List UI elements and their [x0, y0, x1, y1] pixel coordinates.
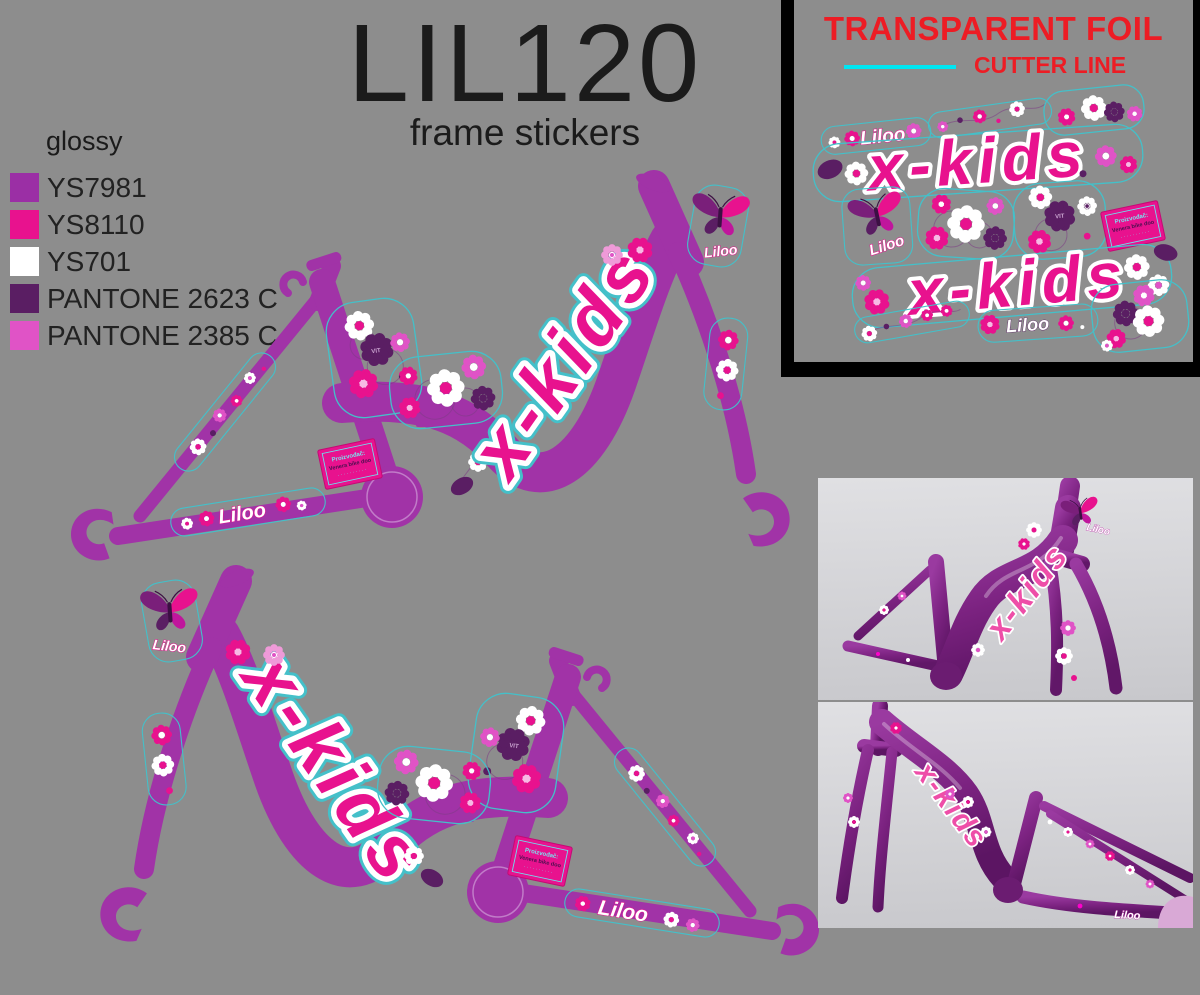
flower-decal [141, 712, 187, 806]
svg-text:Liloo: Liloo [1005, 313, 1049, 336]
legend-row: YS701 [10, 243, 278, 280]
legend-heading: glossy [46, 126, 123, 156]
maker-label: Proizvođač: Venera bike doo · · · · · · … [507, 835, 573, 887]
color-swatch [10, 284, 39, 313]
svg-text:· · · · · · · · · ·: · · · · · · · · · · [337, 467, 367, 479]
sticker-liloo-strip: Liloo [820, 117, 932, 155]
svg-text:x-kids: x-kids [862, 117, 1090, 204]
frame-top: Liloo x-kids x-kids [67, 170, 792, 563]
flower-cluster-decal [376, 745, 492, 825]
color-code: YS701 [47, 245, 132, 277]
legend-row: YS7981 [10, 169, 278, 206]
page-subtitle: frame stickers [409, 111, 641, 153]
svg-text:· · · · · · · · · ·: · · · · · · · · · · [523, 864, 553, 876]
legend-row: YS8110 [10, 206, 278, 243]
sticker-cluster [1090, 279, 1190, 353]
svg-text:Liloo: Liloo [867, 232, 906, 259]
transparent-foil-panel: TRANSPARENT FOIL CUTTER LINE [781, 0, 1200, 377]
color-code: PANTONE 2385 C [47, 319, 278, 351]
butterfly-decal: Liloo [687, 184, 751, 268]
color-swatch [10, 247, 39, 276]
svg-text:VIT: VIT [371, 348, 381, 355]
color-swatch [10, 321, 39, 350]
flower-cluster-decal [388, 350, 504, 430]
svg-text:· · · · · · · · · ·: · · · · · · · · · · [1120, 229, 1150, 241]
title-block: LIL120 frame stickers [330, 6, 720, 154]
cutter-legend: CUTTER LINE [794, 50, 1193, 80]
color-code: YS7981 [47, 171, 147, 203]
sticker-garland [854, 300, 970, 344]
color-legend: glossy YS7981 YS8110 YS701 PANTONE 2623 … [10, 126, 278, 354]
svg-text:Liloo: Liloo [597, 896, 650, 927]
photo-render-bottom: x-kids Liloo [818, 702, 1193, 928]
legend-row: PANTONE 2623 C [10, 280, 278, 317]
frame-bottom: Liloo x-kids x-kids VI [98, 565, 823, 958]
butterfly-decal: Liloo [139, 579, 203, 663]
sticker-sheet: Liloo x-kids Liloo [812, 84, 1190, 353]
cutter-line-sample [844, 65, 956, 69]
svg-text:Liloo: Liloo [1085, 522, 1111, 538]
render-bottom-art: x-kids Liloo [836, 702, 1193, 928]
sticker-cluster [1043, 84, 1146, 136]
flower-decal [703, 317, 749, 411]
flower-strip-decal [173, 352, 277, 472]
svg-text:VIT: VIT [509, 743, 519, 750]
sticker-liloo-pill: Liloo [976, 303, 1099, 343]
foil-title: TRANSPARENT FOIL [823, 10, 1164, 47]
svg-text:VIT: VIT [1055, 214, 1065, 221]
page-title: LIL120 [347, 2, 703, 125]
svg-text:Liloo: Liloo [1114, 909, 1141, 922]
color-code: YS8110 [47, 208, 145, 240]
flower-strip-decal [613, 747, 717, 867]
photo-render-top: Liloo x-kids [818, 478, 1193, 700]
flower-cluster-decal: VIT [467, 692, 565, 814]
svg-text:Liloo: Liloo [859, 124, 906, 150]
cutter-label: CUTTER LINE [974, 52, 1127, 78]
maker-label: Proizvođač: Venera bike doo · · · · · · … [317, 438, 383, 490]
svg-text:Liloo: Liloo [152, 636, 187, 655]
color-swatch [10, 173, 39, 202]
render-top-art: Liloo x-kids [842, 478, 1123, 696]
color-swatch [10, 210, 39, 239]
color-code: PANTONE 2623 C [47, 282, 278, 314]
legend-row: PANTONE 2385 C [10, 317, 278, 354]
svg-text:Liloo: Liloo [703, 241, 738, 260]
